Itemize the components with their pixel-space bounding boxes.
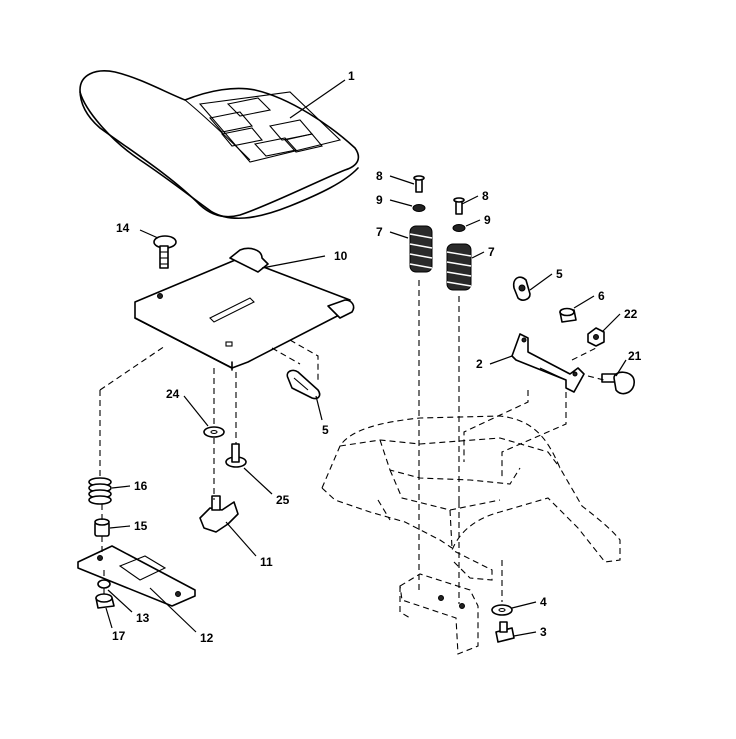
nut-6 — [559, 307, 577, 323]
washer-9-right — [452, 224, 466, 232]
bolt-25 — [225, 443, 247, 468]
washer-24 — [203, 426, 225, 438]
callout-11: 11 — [260, 555, 273, 569]
callout-1: 1 — [348, 69, 355, 83]
callout-15: 15 — [134, 519, 148, 533]
clip-left — [286, 369, 321, 400]
leader-lines — [105, 79, 627, 637]
seat-pan — [134, 247, 355, 371]
callout-22: 22 — [624, 307, 638, 321]
callout-6: 6 — [598, 289, 605, 303]
bolt-8-left — [413, 175, 425, 193]
washer-13 — [97, 579, 111, 589]
nut-17 — [95, 593, 115, 609]
callout-14: 14 — [116, 221, 130, 235]
callout-5-left: 5 — [322, 423, 329, 437]
washer-22 — [587, 327, 605, 347]
callout-9-right: 9 — [484, 213, 491, 227]
fender-outline — [321, 415, 621, 581]
callout-8-right: 8 — [482, 189, 489, 203]
frame-bracket — [399, 573, 479, 655]
seat-spring-left — [88, 477, 112, 505]
callout-4: 4 — [540, 595, 547, 609]
callout-21: 21 — [628, 349, 642, 363]
callout-7-right: 7 — [488, 245, 495, 259]
mounting-bracket — [77, 545, 196, 607]
seat-bracket — [511, 333, 585, 393]
callout-3: 3 — [540, 625, 547, 639]
callout-13: 13 — [136, 611, 150, 625]
callout-2: 2 — [476, 357, 483, 371]
washer-4 — [491, 604, 513, 616]
callout-10: 10 — [334, 249, 348, 263]
knob-21 — [601, 371, 635, 395]
callout-8-left: 8 — [376, 169, 383, 183]
bolt-3 — [495, 621, 515, 643]
spring-7-left — [409, 225, 433, 273]
spring-7-right — [446, 243, 472, 291]
callout-labels: 1 14 10 8 9 7 8 9 7 5 6 22 2 21 24 5 16 … — [112, 69, 642, 645]
callout-16: 16 — [134, 479, 148, 493]
seat — [79, 70, 360, 220]
bolt-8-right — [453, 197, 465, 215]
callout-7-left: 7 — [376, 225, 383, 239]
callout-9-left: 9 — [376, 193, 383, 207]
callout-24: 24 — [166, 387, 180, 401]
washer-9-left — [412, 204, 426, 212]
callout-12: 12 — [200, 631, 214, 645]
callout-5-right: 5 — [556, 267, 563, 281]
adjustment-knob — [199, 495, 239, 533]
spacer — [94, 518, 110, 537]
callout-17: 17 — [112, 629, 126, 643]
assembly-lines — [99, 280, 605, 604]
clip-right — [512, 276, 531, 301]
callout-25: 25 — [276, 493, 290, 507]
carriage-bolt — [153, 235, 177, 269]
